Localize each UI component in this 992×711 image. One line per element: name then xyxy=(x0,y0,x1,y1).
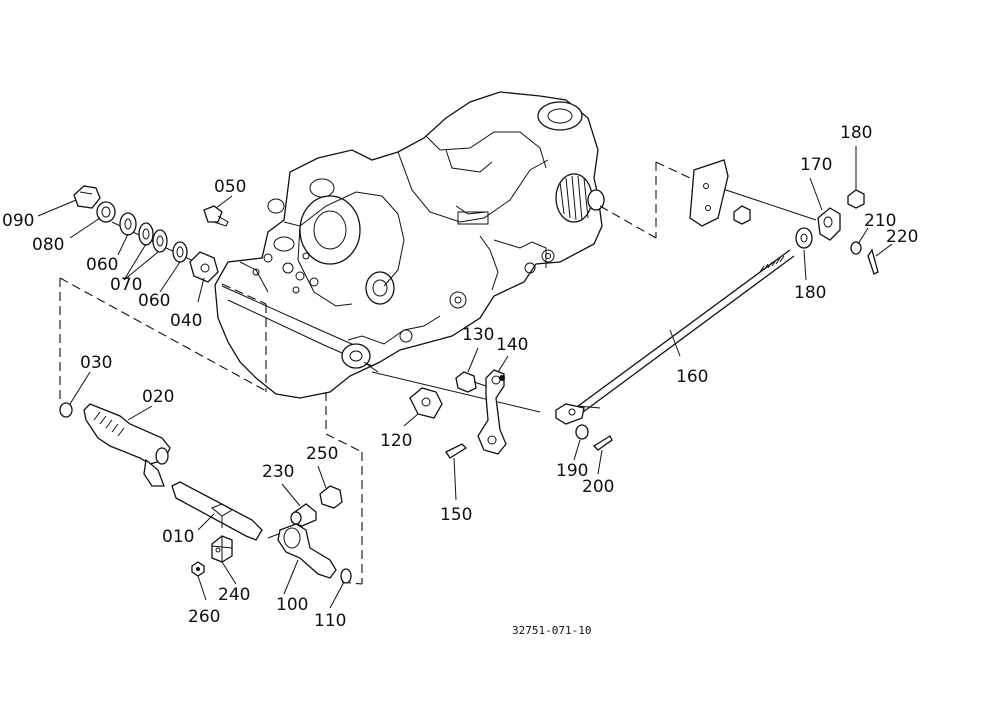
callout-200: 200 xyxy=(582,477,614,497)
callout-140: 140 xyxy=(496,335,528,355)
callout-labels: 090 080 060 070 060 040 050 030 020 010 … xyxy=(2,123,918,637)
callout-210: 210 xyxy=(864,211,896,231)
callout-090: 090 xyxy=(2,211,34,231)
callout-060-upper: 060 xyxy=(86,255,118,275)
callout-260: 260 xyxy=(188,607,220,627)
callout-110: 110 xyxy=(314,611,346,631)
callout-170: 170 xyxy=(800,155,832,175)
callout-070: 070 xyxy=(110,275,142,295)
callout-230: 230 xyxy=(262,462,294,482)
linkage-parts xyxy=(409,369,507,459)
drawing-code: 32751-071-10 xyxy=(512,624,591,637)
callout-190: 190 xyxy=(556,461,588,481)
callout-150: 150 xyxy=(440,505,472,525)
transmission-housing xyxy=(214,91,605,399)
callout-130: 130 xyxy=(462,325,494,345)
callout-010: 010 xyxy=(162,527,194,547)
callout-020: 020 xyxy=(142,387,174,407)
shaft-assembly xyxy=(59,402,352,584)
callout-100: 100 xyxy=(276,595,308,615)
callout-180-lower: 180 xyxy=(794,283,826,303)
callout-120: 120 xyxy=(380,431,412,451)
callout-160: 160 xyxy=(676,367,708,387)
rod-assembly xyxy=(555,159,879,451)
callout-080: 080 xyxy=(32,235,64,255)
callout-220: 220 xyxy=(886,227,918,247)
callout-250: 250 xyxy=(306,444,338,464)
callout-040: 040 xyxy=(170,311,202,331)
callout-240: 240 xyxy=(218,585,250,605)
leader-lines xyxy=(37,146,893,609)
callout-030: 030 xyxy=(80,353,112,373)
callout-180-upper: 180 xyxy=(840,123,872,143)
callout-060-lower: 060 xyxy=(138,291,170,311)
callout-050: 050 xyxy=(214,177,246,197)
